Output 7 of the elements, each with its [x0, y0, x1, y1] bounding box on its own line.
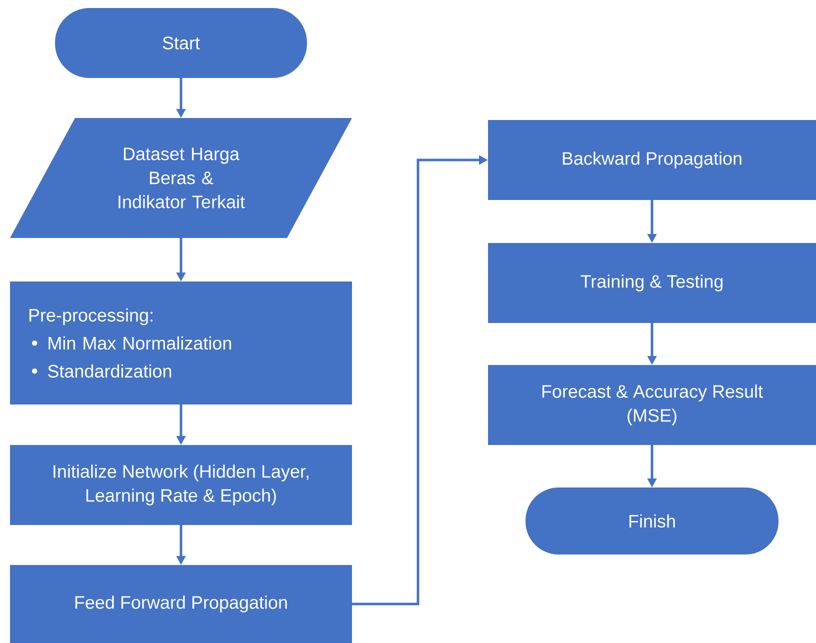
- process-box: Training & Testing: [488, 243, 816, 323]
- process-box: Initialize Network (Hidden Layer, Learning Rate & Epoch): [10, 445, 352, 525]
- process-box: Backward Propagation: [488, 120, 816, 200]
- process-box: Feed Forward Propagation: [10, 565, 352, 643]
- data-parallelogram: Dataset Harga Beras & Indikator Terkait: [10, 118, 352, 238]
- process-box: Pre-processing: Min Max Normalization Standardization: [10, 282, 352, 404]
- process-box: Forecast & Accuracy Result (MSE): [488, 365, 816, 445]
